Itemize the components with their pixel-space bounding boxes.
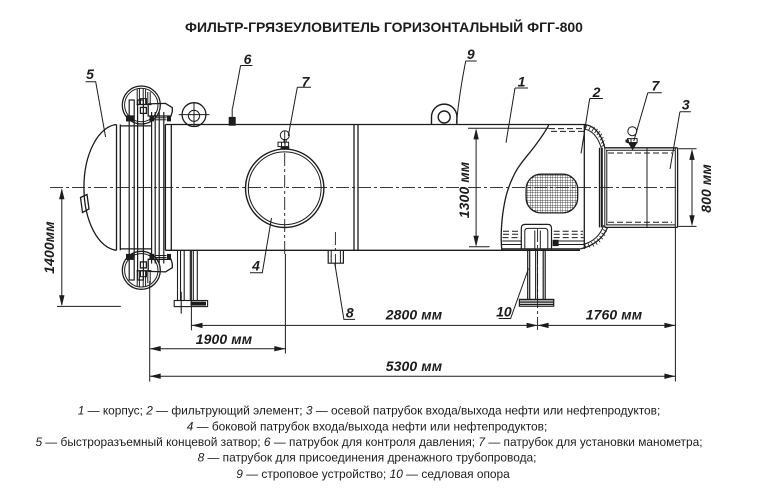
- svg-text:3: 3: [682, 97, 690, 113]
- svg-text:7: 7: [302, 73, 311, 89]
- svg-text:1760 мм: 1760 мм: [586, 307, 643, 323]
- svg-text:4: 4: [251, 258, 260, 274]
- svg-text:10: 10: [496, 303, 512, 319]
- svg-text:1: 1: [518, 73, 526, 89]
- svg-text:1 — корпус; 2 — фильтрующий эл: 1 — корпус; 2 — фильтрующий элемент; 3 —…: [78, 404, 661, 418]
- svg-text:2800 мм: 2800 мм: [385, 307, 443, 323]
- svg-text:2: 2: [592, 84, 601, 100]
- svg-text:7: 7: [652, 78, 661, 94]
- svg-text:1300 мм: 1300 мм: [456, 161, 472, 218]
- svg-text:8: 8: [346, 304, 354, 320]
- svg-text:9 — строповое устройство; 10 —: 9 — строповое устройство; 10 — седловая …: [236, 467, 510, 481]
- svg-text:5 — быстроразъемный концевой з: 5 — быстроразъемный концевой затвор; 6 —…: [35, 435, 702, 449]
- svg-text:5: 5: [86, 66, 94, 82]
- svg-text:4 — боковой патрубок входа/вых: 4 — боковой патрубок входа/выхода нефти …: [187, 419, 548, 433]
- svg-text:800 мм: 800 мм: [698, 164, 714, 213]
- svg-text:5300 мм: 5300 мм: [386, 358, 443, 374]
- svg-text:ФИЛЬТР-ГРЯЗЕУЛОВИТЕЛЬ ГОРИЗОНТ: ФИЛЬТР-ГРЯЗЕУЛОВИТЕЛЬ ГОРИЗОНТАЛЬНЫЙ ФГГ…: [185, 18, 583, 35]
- svg-text:8 — патрубок для присоединения: 8 — патрубок для присоединения дренажног…: [198, 451, 537, 465]
- svg-text:9: 9: [467, 46, 475, 62]
- svg-text:1400мм: 1400мм: [41, 221, 57, 274]
- svg-text:6: 6: [244, 51, 252, 67]
- svg-text:1900 мм: 1900 мм: [196, 331, 253, 347]
